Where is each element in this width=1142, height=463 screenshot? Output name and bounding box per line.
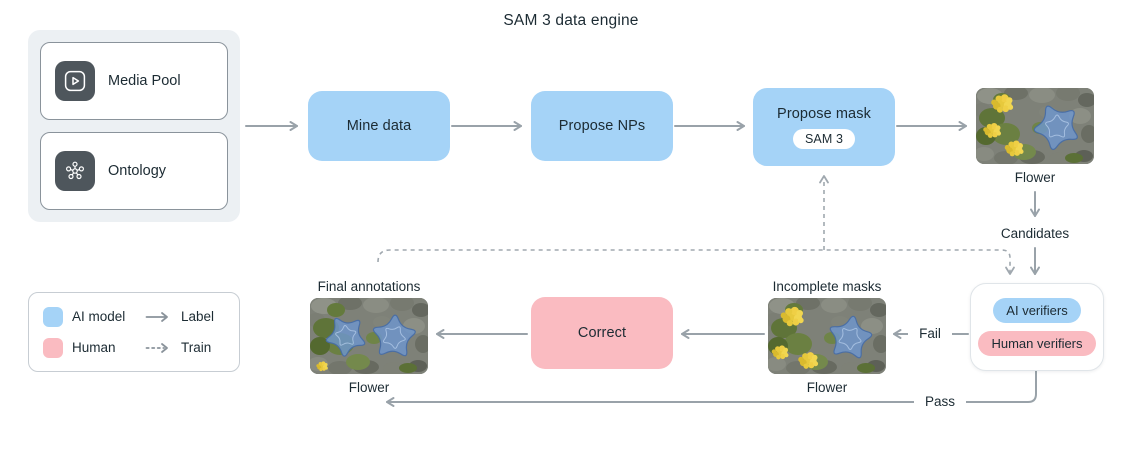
incomplete-masks-title: Incomplete masks <box>772 279 882 294</box>
proposed-image-caption: Flower <box>1014 170 1056 185</box>
final-image-caption: Flower <box>348 380 390 395</box>
flower-photo-with-mask <box>976 88 1094 164</box>
media-pool-label: Media Pool <box>108 73 181 89</box>
propose-nps-node: Propose NPs <box>531 91 673 161</box>
verifiers-group: AI verifiers Human verifiers <box>970 283 1104 371</box>
correct-label: Correct <box>577 325 627 341</box>
ontology-icon-bg <box>55 151 95 191</box>
legend-train-edge: Train <box>145 340 239 355</box>
play-video-icon <box>64 70 86 92</box>
legend-label-edge: Label <box>145 309 239 324</box>
correct-node: Correct <box>531 297 673 369</box>
flower-photo-incomplete-mask <box>768 298 886 374</box>
ai-verifiers-pill: AI verifiers <box>993 298 1081 323</box>
diagram-title: SAM 3 data engine <box>503 12 639 29</box>
fail-label: Fail <box>908 326 952 341</box>
legend-label-edge-text: Label <box>181 309 215 324</box>
data-sources-panel: Media Pool Ontology <box>28 30 240 222</box>
legend-train-edge-text: Train <box>181 340 212 355</box>
final-annotations-title: Final annotations <box>317 279 421 294</box>
propose-mask-label: Propose mask <box>777 105 871 122</box>
pass-label: Pass <box>914 394 966 409</box>
legend-ai-model: AI model <box>43 306 145 327</box>
legend-human-label: Human <box>72 340 116 355</box>
ontology-box: Ontology <box>40 132 228 210</box>
sam3-badge: SAM 3 <box>792 128 855 149</box>
legend-ai-model-label: AI model <box>72 309 126 324</box>
incomplete-masks-image <box>768 298 886 374</box>
legend-human: Human <box>43 337 145 358</box>
candidates-label: Candidates <box>983 226 1087 241</box>
label-arrow-icon <box>145 311 168 322</box>
flower-photo-final-masks <box>310 298 428 374</box>
incomplete-image-caption: Flower <box>806 380 848 395</box>
ai-model-swatch <box>43 306 63 327</box>
ontology-graph-icon <box>65 161 84 180</box>
mine-data-label: Mine data <box>346 118 412 134</box>
train-edge-to-verifiers <box>377 249 1015 275</box>
mine-data-node: Mine data <box>308 91 450 161</box>
media-pool-icon-bg <box>55 61 95 101</box>
train-arrow-icon <box>145 342 168 353</box>
ontology-label: Ontology <box>108 163 167 179</box>
legend: AI model Label Human Train <box>28 292 240 372</box>
proposed-mask-image <box>976 88 1094 164</box>
final-annotations-image <box>310 298 428 374</box>
propose-nps-label: Propose NPs <box>558 118 646 134</box>
human-verifiers-pill: Human verifiers <box>978 331 1096 356</box>
human-swatch <box>43 337 63 358</box>
media-pool-box: Media Pool <box>40 42 228 120</box>
propose-mask-node: Propose mask SAM 3 <box>753 88 895 166</box>
